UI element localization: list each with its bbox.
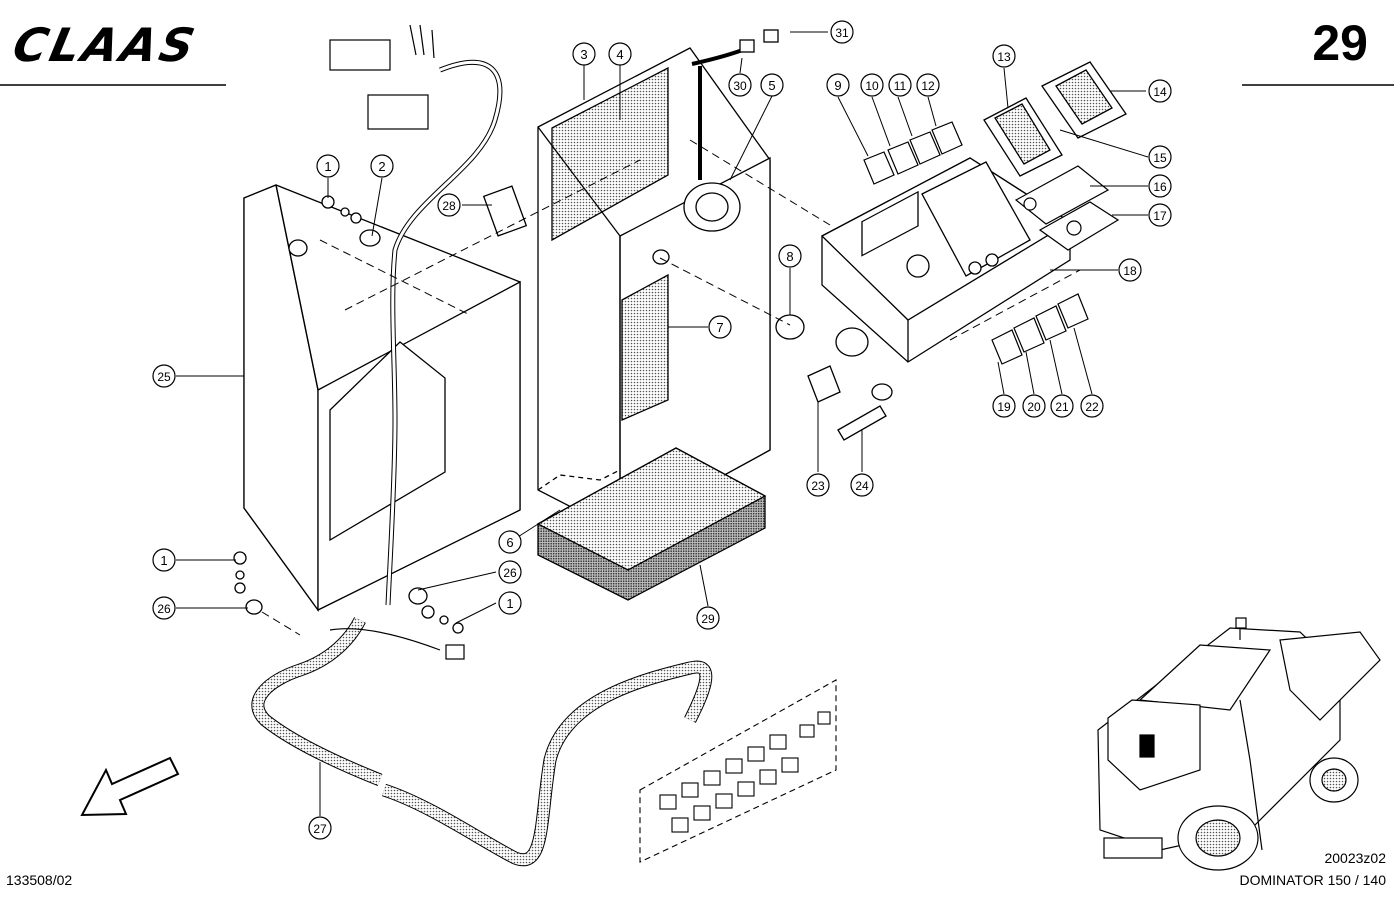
callout-6: 6 (498, 530, 522, 554)
svg-text:15: 15 (1153, 151, 1167, 165)
leader-lines (176, 31, 1149, 816)
svg-text:26: 26 (157, 602, 171, 616)
callout-28: 28 (437, 193, 461, 217)
svg-text:5: 5 (768, 78, 775, 93)
callout-21: 21 (1050, 394, 1074, 418)
svg-text:28: 28 (442, 199, 456, 213)
callout-11: 11 (888, 73, 912, 97)
callout-1a: 1 (316, 154, 340, 178)
callout-10: 10 (860, 73, 884, 97)
callout-18: 18 (1118, 258, 1142, 282)
svg-text:19: 19 (997, 400, 1011, 414)
control-panel-part (820, 157, 1072, 363)
svg-text:10: 10 (865, 79, 879, 93)
svg-text:12: 12 (921, 79, 935, 93)
svg-text:1: 1 (506, 596, 513, 611)
callout-20: 20 (1022, 394, 1046, 418)
callout-19: 19 (992, 394, 1016, 418)
direction-arrow-icon (80, 756, 180, 817)
svg-text:27: 27 (313, 822, 327, 836)
svg-text:24: 24 (855, 479, 869, 493)
callout-29: 29 (696, 606, 720, 630)
svg-text:23: 23 (811, 479, 825, 493)
callout-15: 15 (1148, 145, 1172, 169)
lower-harness-part (251, 616, 713, 867)
svg-text:30: 30 (733, 79, 747, 93)
callout-26b: 26 (152, 596, 176, 620)
callout-2: 2 (370, 154, 394, 178)
drawing-reference: 20023z02 (1324, 850, 1386, 866)
callout-13: 13 (992, 44, 1016, 68)
relay-modules (659, 711, 831, 833)
callout-5: 5 (760, 73, 784, 97)
callout-27: 27 (308, 816, 332, 840)
label-plates (1014, 165, 1120, 251)
svg-text:3: 3 (580, 47, 587, 62)
foam-block-part (536, 447, 767, 601)
callout-16: 16 (1148, 174, 1172, 198)
callout-3: 3 (572, 42, 596, 66)
upper-harness-part (329, 24, 749, 606)
callout-30: 30 (728, 73, 752, 97)
combine-harvester-illustration (1097, 617, 1381, 871)
callout-22: 22 (1080, 394, 1104, 418)
svg-text:17: 17 (1153, 209, 1167, 223)
callout-8: 8 (778, 244, 802, 268)
svg-text:22: 22 (1085, 400, 1099, 414)
svg-text:1: 1 (324, 159, 331, 174)
svg-text:8: 8 (786, 249, 793, 264)
svg-text:18: 18 (1123, 264, 1137, 278)
svg-text:14: 14 (1153, 85, 1167, 99)
callout-9: 9 (826, 73, 850, 97)
svg-text:9: 9 (834, 78, 841, 93)
relay-board-part (639, 679, 837, 863)
svg-text:16: 16 (1153, 180, 1167, 194)
svg-text:29: 29 (701, 612, 715, 626)
svg-text:11: 11 (894, 79, 907, 93)
display-modules (983, 61, 1127, 177)
side-panel-part (243, 184, 521, 613)
model-name: DOMINATOR 150 / 140 (1239, 872, 1386, 888)
callout-17: 17 (1148, 203, 1172, 227)
svg-text:2: 2 (378, 159, 385, 174)
svg-text:6: 6 (506, 535, 513, 550)
callout-7: 7 (708, 315, 732, 339)
svg-text:25: 25 (157, 370, 171, 384)
svg-text:13: 13 (997, 50, 1011, 64)
callout-4: 4 (608, 42, 632, 66)
callout-31: 31 (830, 20, 854, 44)
assembly-lines (261, 139, 1081, 636)
callout-23: 23 (806, 473, 830, 497)
switch-modules-top (863, 121, 963, 185)
svg-text:31: 31 (835, 26, 849, 40)
callout-1b: 1 (152, 548, 176, 572)
callout-26a: 26 (498, 560, 522, 584)
svg-text:7: 7 (716, 320, 723, 335)
svg-text:20: 20 (1027, 400, 1041, 414)
svg-text:26: 26 (503, 566, 517, 580)
page-number: 29 (1312, 15, 1368, 71)
callout-1c: 1 (498, 591, 522, 615)
svg-text:1: 1 (160, 553, 167, 568)
svg-text:4: 4 (616, 47, 623, 62)
callout-14: 14 (1148, 79, 1172, 103)
callout-12: 12 (916, 73, 940, 97)
svg-text:21: 21 (1055, 400, 1069, 414)
small-parts (233, 29, 893, 634)
document-number: 133508/02 (6, 872, 73, 888)
callout-25: 25 (152, 364, 176, 388)
callout-bubbles: 1 2 3 4 5 6 7 8 9 10 11 12 13 14 15 16 1… (152, 20, 1172, 840)
switch-modules-bottom (991, 293, 1089, 365)
callout-24: 24 (850, 473, 874, 497)
